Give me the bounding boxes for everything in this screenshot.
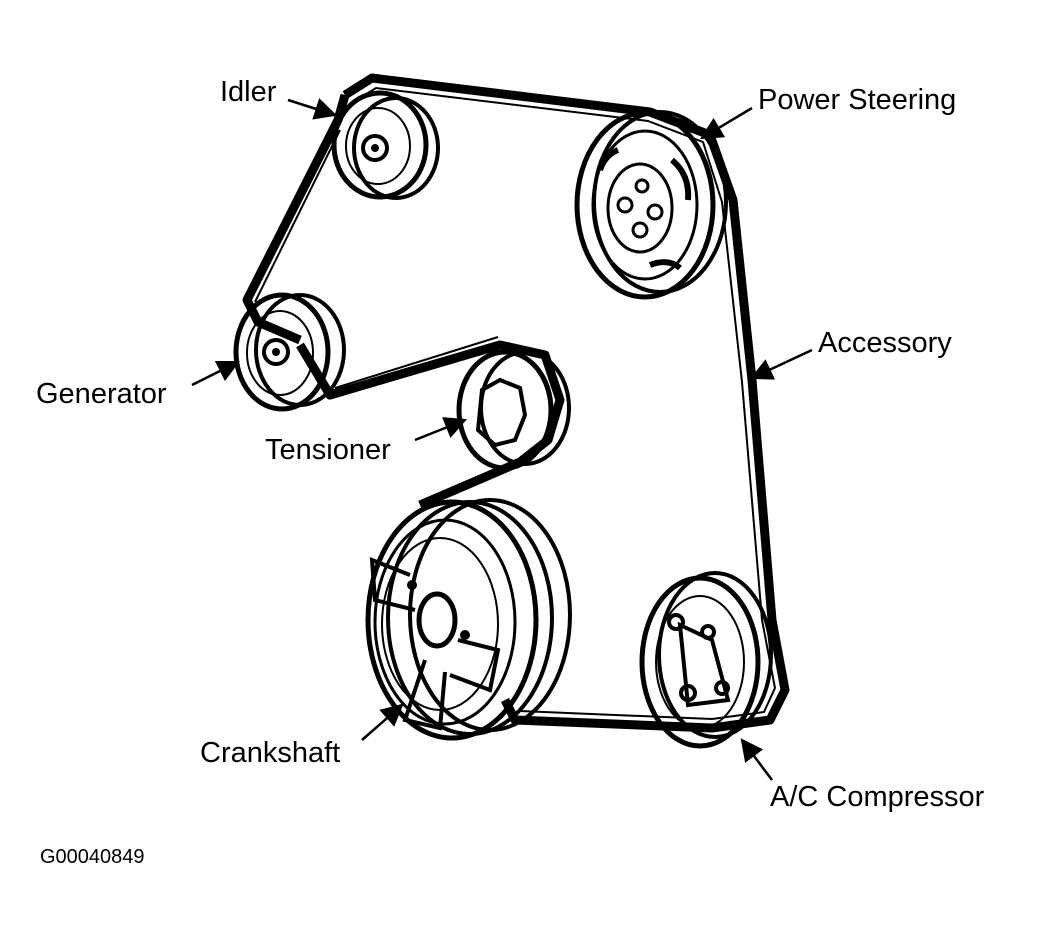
tensioner-label: Tensioner: [265, 434, 391, 466]
accessory-arrow: [749, 348, 813, 380]
accessory-belt: [242, 73, 790, 733]
idler-pulley: [331, 90, 440, 200]
power-steering-pulley: [574, 110, 728, 300]
ac-compressor-label: A/C Compressor: [770, 781, 985, 813]
power-steering-label: Power Steering: [758, 84, 957, 116]
idler-label: Idler: [220, 76, 277, 108]
ac-compressor-arrow: [740, 738, 773, 781]
power-steering-arrow: [700, 106, 753, 140]
generator-label: Generator: [36, 378, 167, 410]
generator-arrow: [191, 360, 241, 387]
tensioner-pulley: [456, 349, 571, 471]
idler-arrow: [287, 98, 338, 120]
crankshaft-arrow: [361, 703, 404, 741]
ac-compressor-pulley: [639, 571, 773, 749]
generator-pulley: [233, 292, 346, 412]
tensioner-arrow: [414, 417, 468, 442]
crankshaft-label: Crankshaft: [200, 737, 341, 769]
figure-id: G00040849: [40, 846, 145, 868]
crankshaft-pulley: [365, 498, 572, 741]
accessory-label: Accessory: [818, 327, 952, 359]
callout-arrows: [191, 98, 813, 781]
